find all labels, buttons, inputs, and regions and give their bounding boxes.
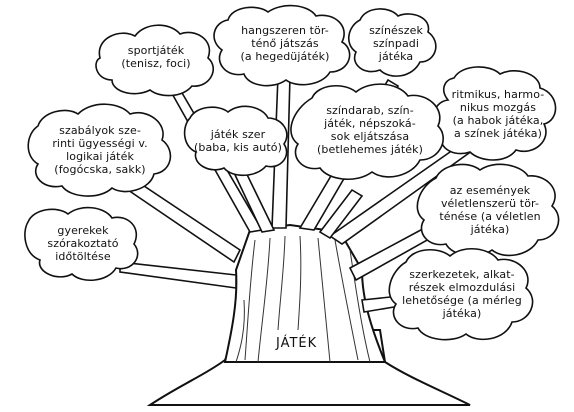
- cloud-gyerekek: [24, 206, 139, 281]
- cloud-szabalyok: [27, 103, 172, 197]
- label-ritmikus: ritmikus, harmo- nikus mozgás (a habok j…: [451, 88, 545, 140]
- label-szinesz: színészek színpadi játéka: [369, 24, 423, 63]
- cloud-sport: [95, 24, 214, 97]
- label-esemenyek: az események véletlenszerü tör- ténése (…: [439, 184, 541, 236]
- cloud-szerkezetek: [388, 248, 534, 341]
- tree-title: JÁTÉK: [270, 334, 324, 353]
- branch-gyerekek: [119, 261, 237, 289]
- cloud-jatekszer: [183, 105, 288, 177]
- cloud-ritmikus: [432, 66, 557, 161]
- branch-szabalyok: [126, 178, 242, 264]
- label-szindarab: színdarab, szín- játék, népszoká- sok el…: [317, 104, 423, 156]
- cloud-esemenyek: [416, 163, 560, 257]
- cloud-szinesz: [348, 8, 437, 77]
- label-szerkezetek: szerkezetek, alkat- részek elmozdulási l…: [402, 268, 522, 320]
- label-sport: sportjáték (tenisz, foci): [121, 44, 191, 70]
- cloud-szindarab: [290, 83, 444, 180]
- label-jatekszer: játék szer (baba, kis autó): [193, 128, 283, 154]
- label-szabalyok: szabályok sze- rinti ügyességi v. logika…: [52, 124, 148, 176]
- clouds: [24, 4, 560, 341]
- label-hangszer: hangszeren tör- ténő játszás (a hegedüjá…: [240, 24, 330, 63]
- cloud-hangszer: [213, 4, 351, 87]
- label-gyerekek: gyerekek szórakoztató időtöltése: [47, 224, 119, 263]
- branch-szindarab: [318, 188, 364, 240]
- bark-texture: [235, 235, 371, 363]
